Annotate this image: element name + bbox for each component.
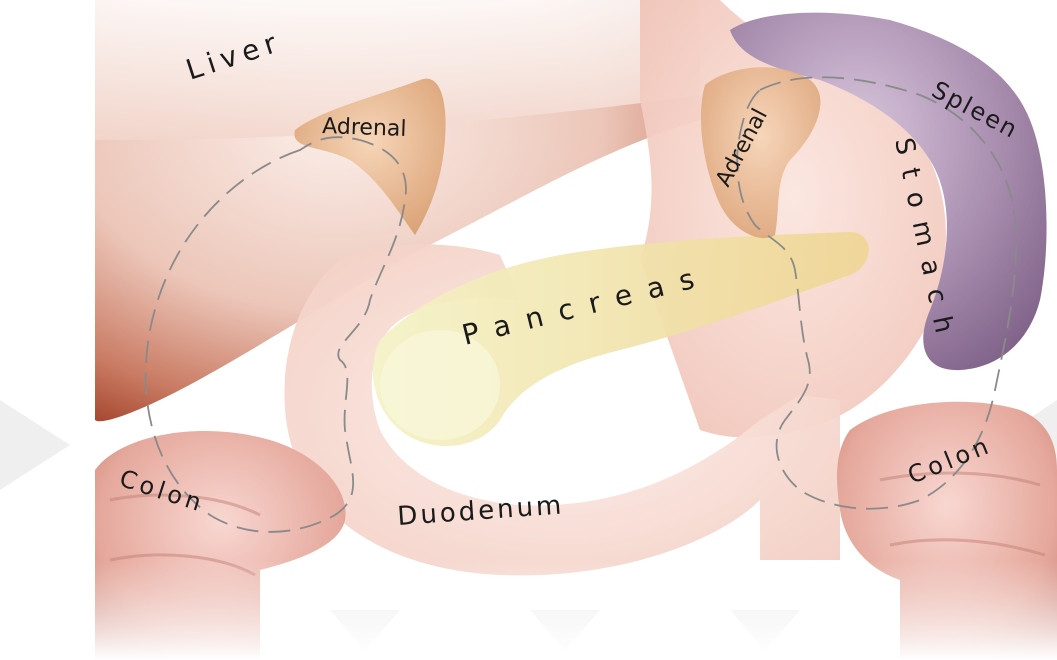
label-adrenal-left: Adrenal <box>322 114 407 142</box>
bottom-fade <box>0 560 1057 660</box>
